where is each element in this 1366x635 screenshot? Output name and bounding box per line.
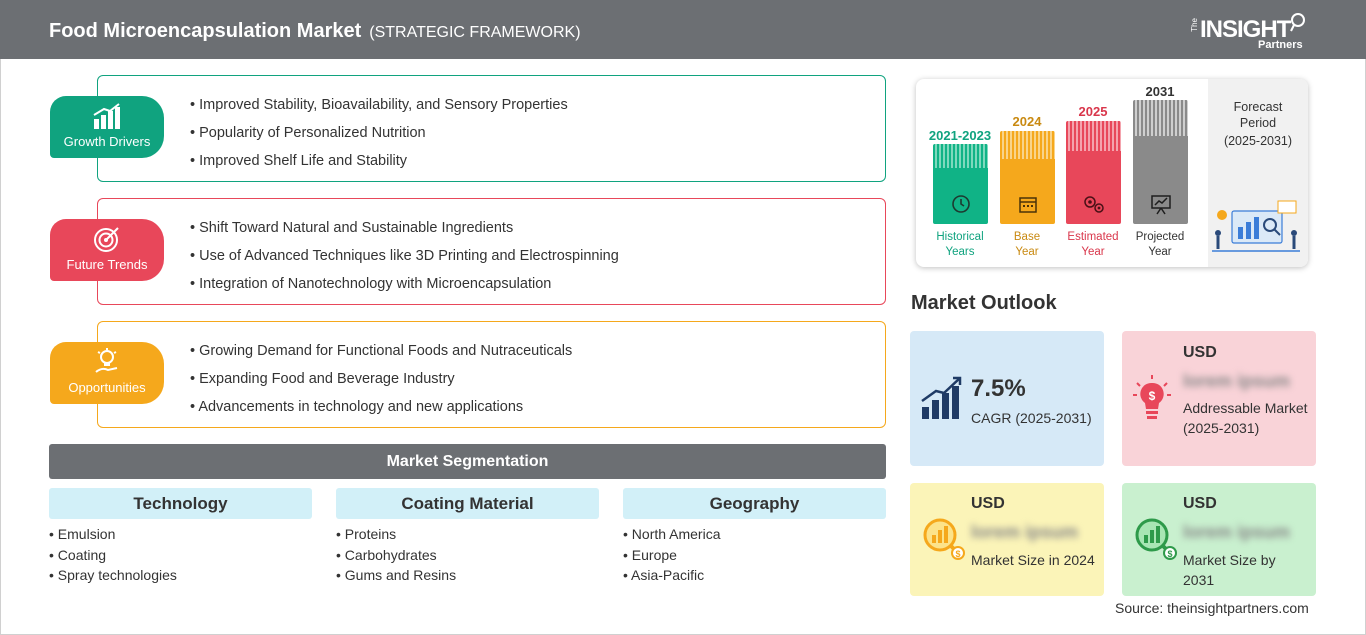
segment-heading: Geography (623, 488, 886, 519)
timeline-bar-historical (933, 144, 988, 224)
list-item: Spray technologies (49, 565, 312, 586)
list-item: Use of Advanced Techniques like 3D Print… (190, 247, 619, 275)
cagr-value: 7.5% (971, 375, 1026, 402)
segment-heading: Coating Material (336, 488, 599, 519)
target-icon (50, 225, 164, 253)
list-item: Improved Stability, Bioavailability, and… (190, 96, 568, 124)
opportunities-card: Growing Demand for Functional Foods and … (97, 321, 886, 428)
list-item: Proteins (336, 524, 599, 545)
analytics-illustration-icon (1208, 197, 1304, 262)
addressable-value: lorem ipsum (1183, 371, 1291, 391)
cagr-box: 7.5% CAGR (2025-2031) (910, 331, 1104, 466)
header-bar: Food Microencapsulation Market(STRATEGIC… (0, 0, 1366, 59)
list-item: Improved Shelf Life and Stability (190, 152, 568, 180)
addressable-label: Addressable Market (2025-2031) (1183, 400, 1308, 436)
market-outlook-title: Market Outlook (911, 292, 1057, 314)
gears-icon (1082, 193, 1106, 220)
size-2031-value: lorem ipsum (1183, 522, 1291, 542)
growth-drivers-card: Improved Stability, Bioavailability, and… (97, 75, 886, 182)
opportunities-badge: Opportunities (50, 342, 164, 404)
market-size-2024-box: $ USD lorem ipsum Market Size in 2024 (910, 483, 1104, 596)
list-item: Growing Demand for Functional Foods and … (190, 342, 572, 370)
svg-text:$: $ (955, 549, 960, 559)
lightbulb-hand-icon (50, 348, 164, 376)
list-item: Shift Toward Natural and Sustainable Ing… (190, 219, 619, 247)
timeline-bar-projected (1133, 100, 1188, 224)
segment-technology: Technology Emulsion Coating Spray techno… (49, 488, 312, 586)
segment-geography: Geography North America Europe Asia-Paci… (623, 488, 886, 586)
magnifier-chart-icon: $ (1132, 515, 1178, 566)
growth-drivers-label: Growth Drivers (63, 134, 151, 149)
segment-heading: Technology (49, 488, 312, 519)
timeline-year-projected: 2031 (1145, 84, 1175, 99)
size-2024-value: lorem ipsum (971, 522, 1079, 542)
addressable-market-box: $ USD lorem ipsum Addressable Market (20… (1122, 331, 1316, 466)
growth-chart-icon (50, 102, 164, 130)
page-title: Food Microencapsulation Market(STRATEGIC… (49, 20, 581, 42)
presentation-icon (1149, 193, 1173, 220)
dollar-bulb-icon: $ (1132, 375, 1172, 426)
growth-drivers-badge: Growth Drivers (50, 96, 164, 158)
growth-chart-icon (920, 375, 964, 426)
calendar-icon (1017, 193, 1039, 220)
list-item: Emulsion (49, 524, 312, 545)
list-item: Asia-Pacific (623, 565, 886, 586)
magnifier-chart-icon: $ (920, 515, 966, 566)
list-item: North America (623, 524, 886, 545)
forecast-period-text: Forecast Period (2025-2031) (1223, 100, 1293, 148)
market-segmentation-title: Market Segmentation (49, 444, 886, 479)
addressable-currency: USD (1183, 344, 1217, 361)
opportunities-label: Opportunities (68, 380, 146, 395)
timeline-bar-base (1000, 131, 1055, 224)
size-2024-label: Market Size in 2024 (971, 552, 1095, 568)
list-item: Expanding Food and Beverage Industry (190, 370, 572, 398)
timeline-year-estimated: 2025 (1078, 104, 1108, 119)
svg-text:$: $ (1149, 389, 1156, 403)
size-2031-label: Market Size by 2031 (1183, 552, 1276, 588)
page-subtitle: (STRATEGIC FRAMEWORK) (369, 24, 581, 41)
list-item: Popularity of Personalized Nutrition (190, 124, 568, 152)
size-2031-currency: USD (1183, 495, 1217, 512)
list-item: Integration of Nanotechnology with Micro… (190, 275, 619, 303)
history-icon (950, 193, 972, 220)
size-2024-currency: USD (971, 495, 1005, 512)
list-item: Advancements in technology and new appli… (190, 398, 572, 426)
svg-text:$: $ (1167, 549, 1172, 559)
timeline-year-base: 2024 (1012, 114, 1042, 129)
timeline-bar-estimated (1066, 121, 1121, 224)
cagr-label: CAGR (2025-2031) (971, 410, 1092, 426)
segment-coating-material: Coating Material Proteins Carbohydrates … (336, 488, 599, 586)
insight-partners-logo[interactable]: The INSIGHT Partners (1190, 13, 1305, 51)
future-trends-card: Shift Toward Natural and Sustainable Ing… (97, 198, 886, 305)
list-item: Europe (623, 545, 886, 566)
future-trends-label: Future Trends (66, 257, 148, 272)
source-credit[interactable]: Source: theinsightpartners.com (1115, 600, 1309, 616)
future-trends-badge: Future Trends (50, 219, 164, 281)
list-item: Carbohydrates (336, 545, 599, 566)
list-item: Coating (49, 545, 312, 566)
market-size-2031-box: $ USD lorem ipsum Market Size by 2031 (1122, 483, 1316, 596)
timeline-year-historical: 2021-2023 (928, 128, 992, 143)
list-item: Gums and Resins (336, 565, 599, 586)
